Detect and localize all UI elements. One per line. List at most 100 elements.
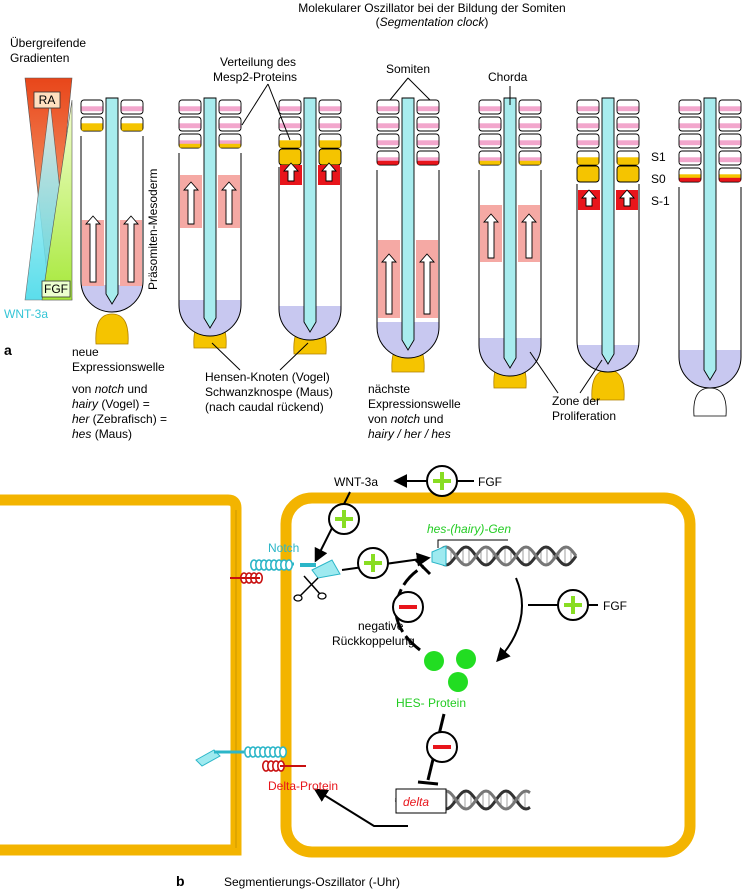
somite-stripe <box>719 177 741 182</box>
wnt-label: WNT-3a <box>4 307 48 321</box>
somite-stripe <box>577 140 599 146</box>
negative-feedback-label: negative <box>358 619 404 633</box>
somite-stripe <box>679 157 701 163</box>
somite-stripe <box>479 106 501 112</box>
somite-stripe <box>679 177 701 182</box>
delta-ligand-lower <box>261 760 306 772</box>
somite-stripe <box>519 123 541 129</box>
somite-stripe <box>319 143 341 148</box>
panel-a-letter: a <box>4 342 12 358</box>
somite-stripe <box>179 106 201 112</box>
somite-stripe <box>479 123 501 129</box>
somite-stripe <box>377 160 399 165</box>
wave-direction-arrow <box>619 189 635 207</box>
somite-stripe <box>219 143 241 148</box>
somite-stripe <box>417 106 439 112</box>
ra-label: RA <box>39 93 56 107</box>
figure-subtitle: (Segmentation clock) <box>376 15 489 29</box>
protein-coil-segment <box>284 559 293 571</box>
wave-direction-arrow <box>283 162 299 182</box>
wnt-node: WNT-3a <box>334 475 378 489</box>
somite-stripe <box>617 160 639 165</box>
somite-stripe <box>81 126 103 131</box>
wave-direction-arrow <box>419 253 435 315</box>
somite-stripe <box>679 174 701 180</box>
somite-stripe <box>179 140 201 146</box>
gradients-title: Übergreifende <box>10 36 86 50</box>
delta-ligand-upper <box>230 572 264 584</box>
wave-direction-arrow <box>183 181 199 225</box>
psm-outline <box>178 153 242 337</box>
wave-direction-arrow <box>321 162 337 182</box>
dna-strand <box>434 545 578 567</box>
scissors-icon <box>293 575 327 602</box>
somite-stripe <box>319 123 341 129</box>
somite-stripe <box>377 157 399 163</box>
embryo-stage-4 <box>376 97 440 373</box>
hes-gene-label: hes-(hairy)-Gen <box>427 522 511 536</box>
somite-stripe <box>219 123 241 129</box>
somite-s1-label: S1 <box>651 150 666 164</box>
panel-b-letter: b <box>176 873 185 889</box>
panel-b-caption: Segmentierungs-Oszillator (-Uhr) <box>224 875 400 889</box>
proliferation-label: Zone der <box>552 394 600 408</box>
wave1-label-line4: hairy (Vogel) = <box>72 397 150 411</box>
hensen-node <box>95 313 129 345</box>
somite-stripe <box>577 106 599 112</box>
psm-label: Präsomiten-Mesoderm <box>146 169 160 290</box>
somite-stripe <box>519 160 541 165</box>
hensen-label: Hensen-Knoten (Vogel) <box>205 370 330 384</box>
somite-sm1-label: S-1 <box>651 194 670 208</box>
somite-stripe <box>479 160 501 165</box>
mesp2-label-line2: Mesp2-Proteins <box>213 70 297 84</box>
chorda <box>703 97 717 381</box>
somite-stripe <box>617 157 639 163</box>
psm-outline <box>376 170 440 359</box>
negative-feedback-label-line2: Rückkoppelung <box>332 634 415 648</box>
somite-stripe <box>479 140 501 146</box>
somite-stripe <box>279 143 301 148</box>
somite-stripe <box>279 123 301 129</box>
hes-protein-dot <box>424 651 444 671</box>
somite-stripe <box>679 123 701 129</box>
somite-s0-label: S0 <box>651 172 666 186</box>
wave-direction-arrow <box>483 213 499 259</box>
mesp2-label: Verteilung des <box>220 55 296 69</box>
somiten-label: Somiten <box>386 62 430 76</box>
notch-gene-activation-icon <box>357 547 389 579</box>
protein-coil-segment <box>278 746 287 758</box>
hes-protein-dot <box>448 672 468 692</box>
panel-b-diagram: Notch WNT-3a FGF <box>0 465 696 858</box>
somite-stripe <box>319 106 341 112</box>
fgf-right-node: FGF <box>603 599 627 613</box>
fgf-gradient <box>41 99 73 301</box>
embryo-stage-2 <box>178 97 242 349</box>
somite-stripe <box>279 140 301 146</box>
somite-stripe <box>121 123 143 129</box>
somite-stripe <box>679 106 701 112</box>
embryo-stage-7 <box>678 97 742 417</box>
embryo-stage-5 <box>478 97 542 389</box>
wave2-label-line3: von notch und <box>368 412 443 426</box>
somite-stripe <box>719 140 741 146</box>
somite-stripe <box>577 160 599 165</box>
somite-stripe <box>719 174 741 180</box>
mesp2-somite-s0 <box>576 165 600 183</box>
embryo-stage-1 <box>80 97 144 345</box>
chorda <box>601 97 615 365</box>
wave-direction-arrow <box>381 253 397 315</box>
somite-stripe <box>377 106 399 112</box>
negative-feedback-icon <box>392 591 424 623</box>
neighbor-cell-membrane <box>0 494 242 856</box>
wave-direction-arrow <box>123 215 139 283</box>
figure-title: Molekularer Oszillator bei der Bildung d… <box>298 1 565 15</box>
fgf-gene-activation-icon <box>557 589 589 621</box>
fgf-wnt-activation-icon <box>426 465 458 497</box>
hensen-node <box>693 387 727 417</box>
somite-stripe <box>179 123 201 129</box>
psm-outline <box>278 167 342 341</box>
somite-stripe <box>519 106 541 112</box>
somite-stripe <box>279 106 301 112</box>
psm-outline <box>478 170 542 377</box>
